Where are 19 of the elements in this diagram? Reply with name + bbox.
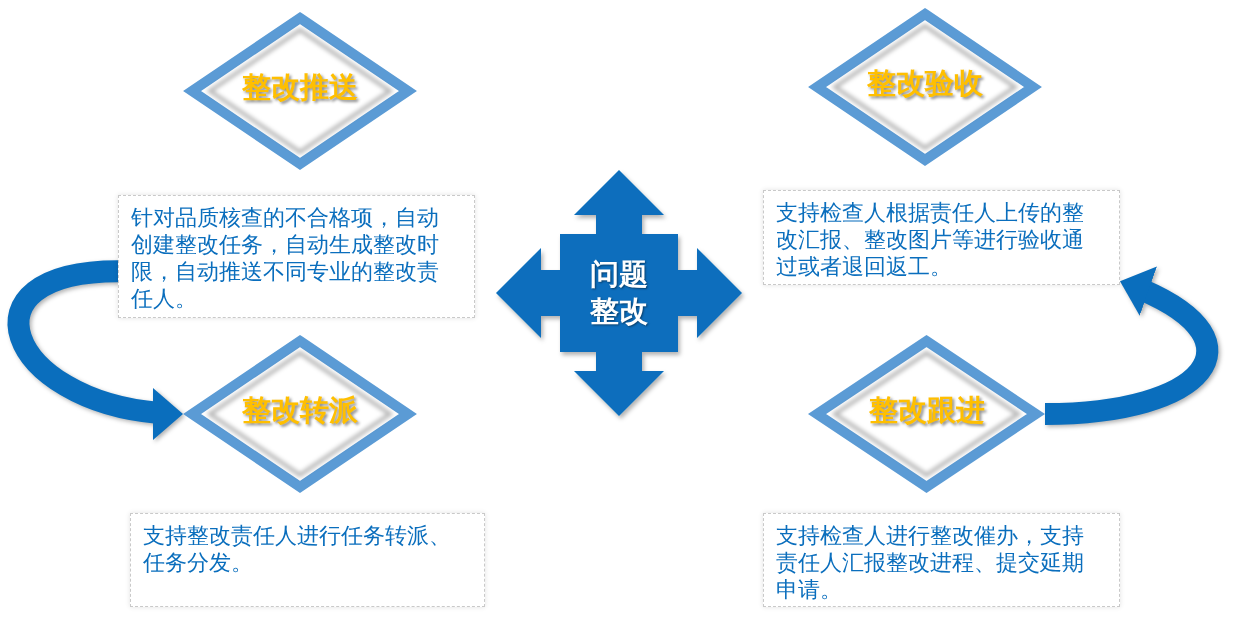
curved-arrow	[1044, 268, 1218, 425]
description-panel	[763, 190, 1120, 285]
step-title: 整改验收	[867, 65, 983, 101]
diamond-shape	[183, 12, 417, 170]
description-text: 支持检查人进行整改催办，支持责任人汇报整改进程、提交延期申请。	[776, 522, 1085, 603]
description-panel	[130, 513, 485, 607]
step-title: 整改转派	[242, 392, 358, 428]
description-panel	[118, 195, 475, 318]
step-title: 整改推送	[242, 69, 358, 105]
description-text: 支持整改责任人进行任务转派、任务分发。	[143, 522, 452, 576]
description-panel	[763, 513, 1120, 607]
description-text: 支持检查人根据责任人上传的整改汇报、整改图片等进行验收通过或者退回返工。	[776, 199, 1085, 280]
cross-shape	[496, 170, 742, 416]
step-title: 整改跟进	[868, 392, 985, 428]
description-text: 针对品质核查的不合格项，自动创建整改任务，自动生成整改时限，自动推送不同专业的整改责任人。	[131, 204, 440, 312]
diamond-shape	[808, 335, 1045, 493]
center-title: 问题整改	[589, 256, 649, 330]
diamond-shape	[808, 8, 1042, 166]
diamond-shape	[183, 335, 417, 493]
